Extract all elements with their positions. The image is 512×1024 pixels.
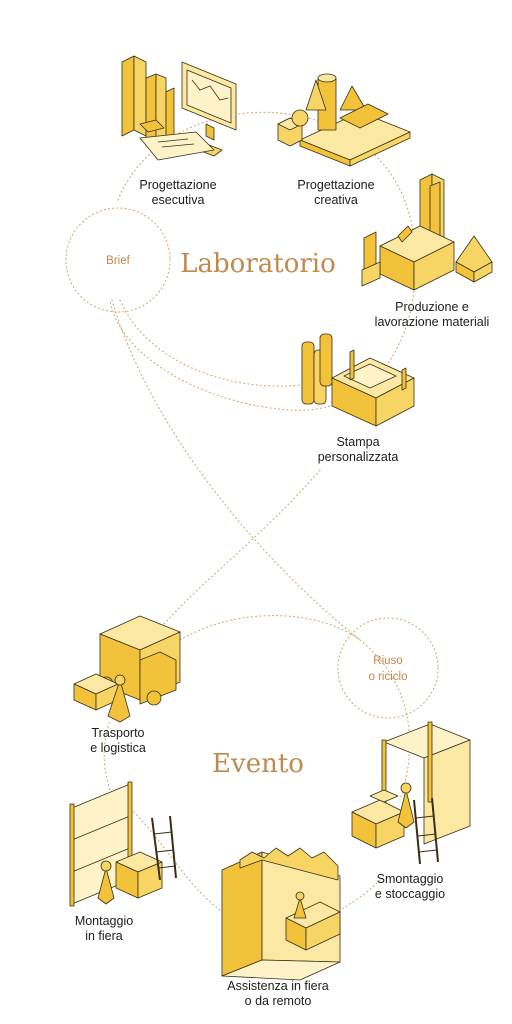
step-label-line1: Montaggio <box>75 914 133 928</box>
printer-rolls-illustration <box>301 333 415 427</box>
step-label-line2: in fiera <box>85 929 123 943</box>
dismantling-illustration <box>351 721 471 865</box>
step-label-line2: lavorazione materiali <box>375 315 490 329</box>
assembly-scaffold-illustration <box>69 781 177 907</box>
step-label-line2: creativa <box>314 193 358 207</box>
design-monitor-illustration <box>121 55 237 161</box>
step-label-line1: Assistenza in fiera <box>227 979 328 993</box>
step-label-line2: e stoccaggio <box>375 887 445 901</box>
step-label-line2: esecutiva <box>152 193 205 207</box>
step-stampa: Stampa personalizzata <box>318 435 399 464</box>
riuso-circle <box>337 617 439 719</box>
flow-line-stampa-trasporto <box>149 469 321 641</box>
step-trasporto: Trasporto e logistica <box>90 726 146 755</box>
step-label-line1: Produzione e <box>395 300 469 314</box>
step-produzione: Produzione e lavorazione materiali <box>375 300 490 329</box>
step-progettazione-creativa: Progettazione creativa <box>297 178 374 207</box>
step-label-line2: personalizzata <box>318 450 399 464</box>
step-smontaggio: Smontaggio e stoccaggio <box>375 872 445 901</box>
brief-circle <box>65 207 171 313</box>
riuso-node: Riuso o riciclo <box>337 617 439 719</box>
section-title-laboratorio: Laboratorio <box>180 249 336 279</box>
flow-line-brief-stampa <box>119 299 331 387</box>
flow-line-brief-riuso <box>111 299 361 641</box>
brief-node: Brief <box>65 207 171 313</box>
step-label-line1: Progettazione <box>139 178 216 192</box>
step-label-line2: o da remoto <box>245 994 312 1008</box>
step-label-line1: Smontaggio <box>377 872 444 886</box>
brief-label: Brief <box>106 255 130 267</box>
truck-illustration <box>73 615 181 723</box>
riuso-label-line1: Riuso <box>373 655 402 667</box>
step-label-line2: e logistica <box>90 741 146 755</box>
creative-shapes-illustration <box>277 73 411 167</box>
step-assistenza: Assistenza in fiera o da remoto <box>227 979 328 1008</box>
step-montaggio: Montaggio in fiera <box>75 914 133 943</box>
section-title-evento: Evento <box>212 749 304 779</box>
riuso-label-line2: o riciclo <box>369 671 408 683</box>
step-label-line1: Trasporto <box>91 726 144 740</box>
step-label-line1: Progettazione <box>297 178 374 192</box>
booth-illustration <box>221 847 341 981</box>
step-progettazione-esecutiva: Progettazione esecutiva <box>139 178 216 207</box>
step-label-line1: Stampa <box>336 435 379 449</box>
production-machine-illustration <box>361 173 493 291</box>
